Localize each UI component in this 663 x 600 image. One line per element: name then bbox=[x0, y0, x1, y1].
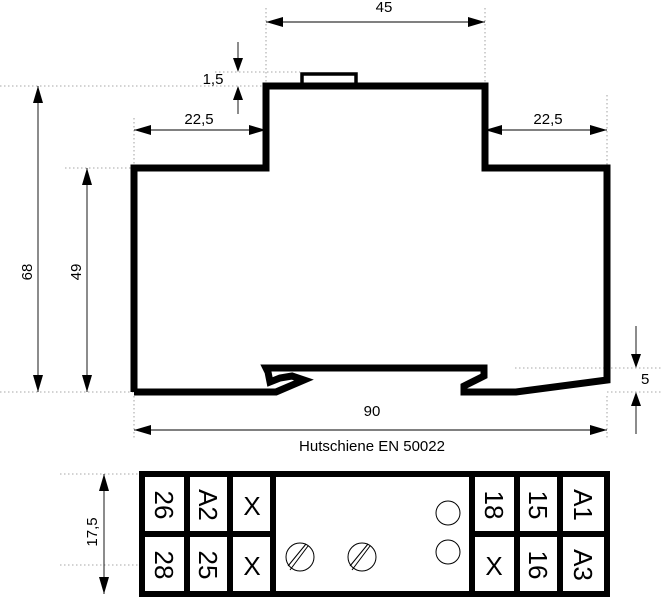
dim-clip-height: 1,5 bbox=[203, 42, 243, 114]
terminal-X-left-bottom: X bbox=[243, 551, 260, 581]
relay-housing-outline bbox=[130, 72, 611, 396]
dim-rail-offset: 5 bbox=[631, 326, 649, 434]
dim-terminal-height-label: 17,5 bbox=[84, 517, 101, 546]
dim-rail-offset-label: 5 bbox=[641, 371, 649, 388]
terminal-A3: A3 bbox=[568, 549, 598, 581]
potentiometer-2-icon bbox=[347, 542, 377, 572]
potentiometer-1-icon bbox=[285, 542, 315, 572]
terminal-A2: A2 bbox=[193, 489, 223, 521]
terminal-16: 16 bbox=[523, 551, 553, 580]
terminal-26: 26 bbox=[149, 491, 179, 520]
terminal-X-right-bottom: X bbox=[485, 551, 502, 581]
terminal-28: 28 bbox=[149, 551, 179, 580]
dim-total-height-label: 68 bbox=[19, 264, 36, 281]
top-clip bbox=[300, 72, 358, 88]
terminal-18: 18 bbox=[479, 491, 509, 520]
rail-standard-label: Hutschiene EN 50022 bbox=[299, 438, 445, 455]
extension-lines bbox=[0, 8, 663, 566]
dim-total-height: 68 bbox=[19, 86, 43, 392]
dim-top-width-label: 45 bbox=[376, 0, 393, 16]
dim-left-step: 22,5 bbox=[134, 111, 266, 135]
dim-body-height-label: 49 bbox=[68, 264, 85, 281]
terminal-15: 15 bbox=[523, 491, 553, 520]
dim-right-step-label: 22,5 bbox=[533, 111, 562, 128]
dim-total-width: 90 Hutschiene EN 50022 bbox=[134, 403, 607, 455]
dim-total-width-label: 90 bbox=[364, 403, 381, 420]
dim-terminal-height: 17,5 bbox=[84, 474, 109, 594]
led-indicator-2-icon bbox=[435, 539, 461, 565]
dim-top-width: 45 bbox=[266, 0, 485, 27]
dim-left-step-label: 22,5 bbox=[184, 111, 213, 128]
terminal-block: 26 A2 X 28 25 X 18 15 A1 X 16 A3 bbox=[139, 471, 610, 597]
terminal-X-left-top: X bbox=[243, 491, 260, 521]
dim-body-height: 49 bbox=[68, 168, 92, 392]
dim-right-step: 22,5 bbox=[485, 111, 607, 135]
terminal-A1: A1 bbox=[568, 489, 598, 521]
terminal-25: 25 bbox=[193, 551, 223, 580]
led-indicator-1-icon bbox=[435, 500, 461, 526]
dim-clip-height-label: 1,5 bbox=[203, 71, 224, 88]
